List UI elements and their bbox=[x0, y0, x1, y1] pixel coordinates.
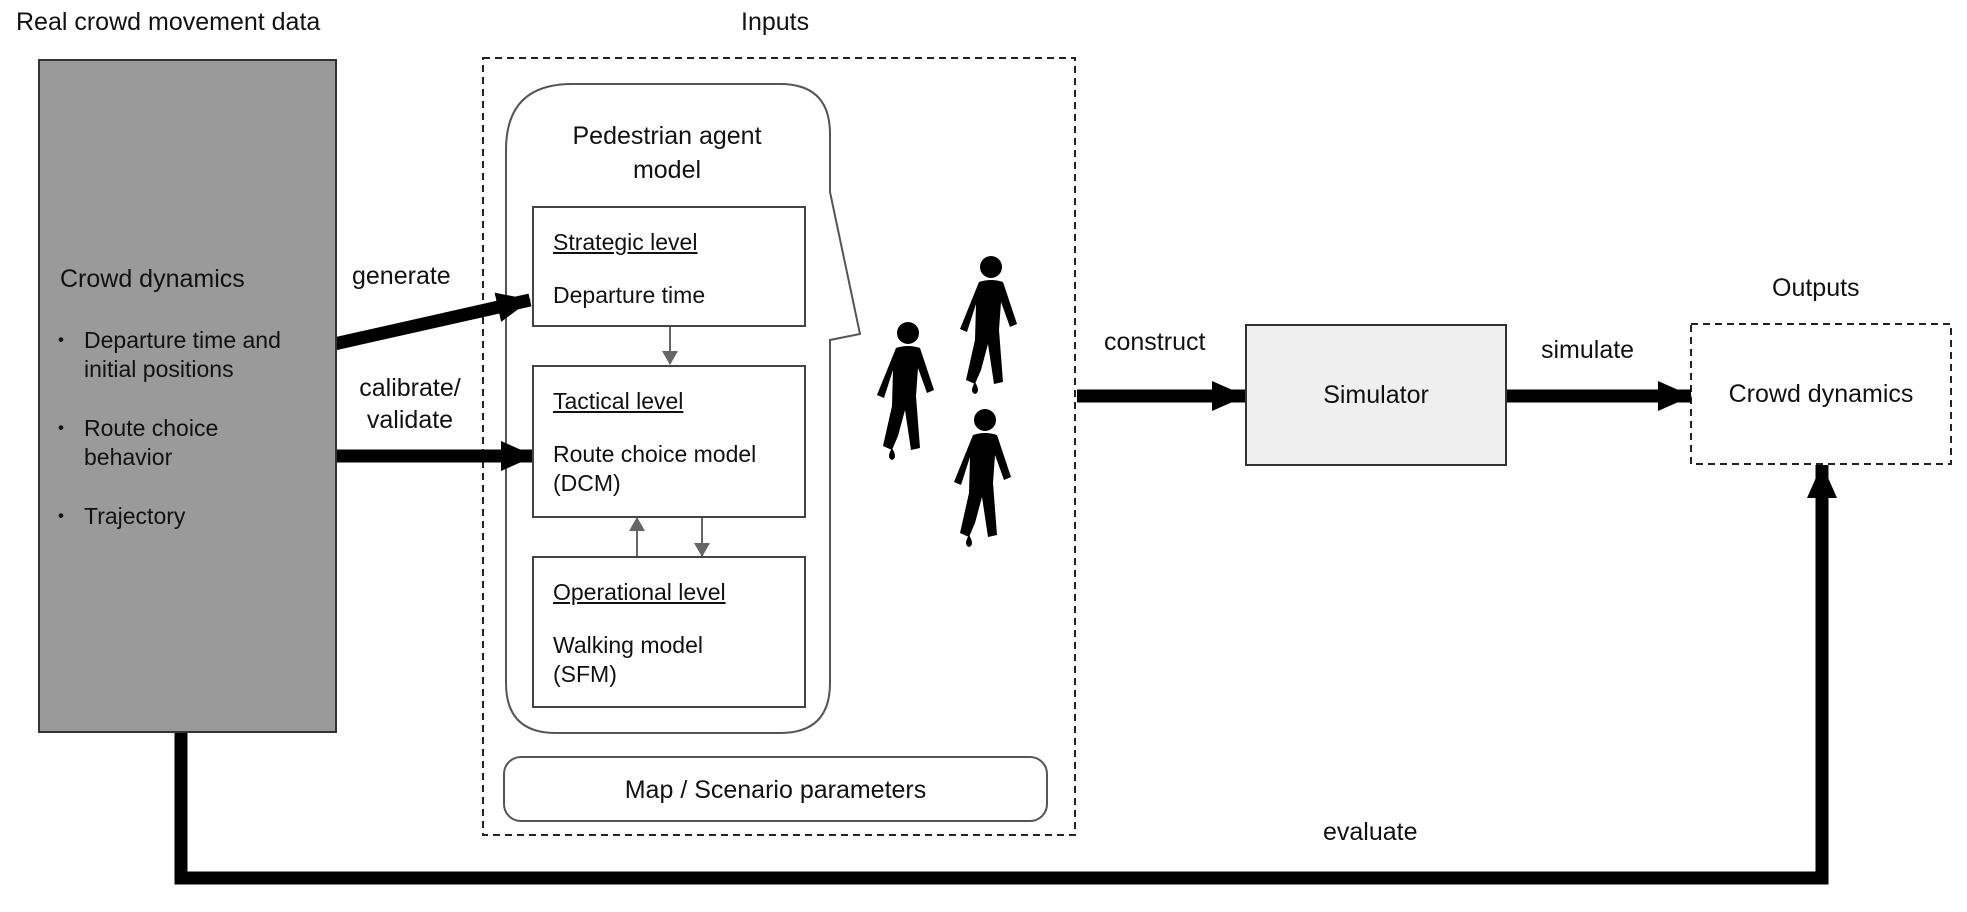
outputs-heading: Outputs bbox=[1772, 274, 1860, 302]
generate-arrow bbox=[310, 292, 532, 356]
operational-level-title: Operational level bbox=[553, 579, 726, 605]
list-item: Route choice bbox=[84, 415, 219, 441]
operational-level-box: Operational level Walking model (SFM) bbox=[532, 556, 806, 708]
walking-pedestrian-icon bbox=[960, 256, 1017, 394]
operational-level-detail: Walking model bbox=[553, 632, 703, 658]
agent-model-title-line: Pedestrian agent bbox=[572, 122, 762, 150]
tactical-level-detail: (DCM) bbox=[553, 470, 621, 496]
list-item: initial positions bbox=[84, 356, 234, 382]
strategic-level-box: Strategic level Departure time bbox=[532, 206, 806, 327]
map-scenario-label: Map / Scenario parameters bbox=[624, 776, 927, 804]
real-data-panel: Crowd dynamics ・ Departure time and init… bbox=[38, 59, 337, 733]
strategic-level-detail: Departure time bbox=[553, 282, 706, 308]
list-item: behavior bbox=[84, 444, 173, 470]
bullet-marker: ・ bbox=[50, 328, 73, 353]
bullet-marker: ・ bbox=[50, 504, 73, 529]
generate-label: generate bbox=[352, 262, 451, 290]
strategic-level-title: Strategic level bbox=[553, 229, 698, 255]
evaluate-arrow bbox=[174, 464, 1837, 885]
simulator-box: Simulator bbox=[1245, 324, 1507, 466]
simulator-label: Simulator bbox=[1323, 381, 1429, 409]
real-data-heading: Real crowd movement data bbox=[16, 8, 321, 36]
list-item: Departure time and bbox=[84, 327, 281, 353]
operational-level-detail: (SFM) bbox=[553, 661, 617, 687]
list-item: Trajectory bbox=[84, 503, 186, 529]
tactical-level-detail: Route choice model bbox=[553, 441, 757, 467]
calibrate-label: calibrate/ validate bbox=[350, 374, 470, 435]
agent-model-title: Pedestrian agent model bbox=[526, 122, 808, 185]
tactical-level-box: Tactical level Route choice model (DCM) bbox=[532, 365, 806, 518]
tactical-level-title: Tactical level bbox=[553, 388, 684, 414]
outputs-label: Crowd dynamics bbox=[1728, 380, 1914, 408]
bullet-marker: ・ bbox=[50, 416, 73, 441]
panel-title: Crowd dynamics bbox=[60, 265, 245, 293]
agent-model-title-line: model bbox=[632, 155, 702, 184]
construct-label: construct bbox=[1104, 328, 1206, 356]
inputs-heading: Inputs bbox=[741, 8, 810, 36]
evaluate-label: evaluate bbox=[1323, 818, 1418, 846]
simulate-label: simulate bbox=[1541, 336, 1635, 364]
calibrate-label-line: validate bbox=[366, 405, 454, 434]
walking-pedestrian-icon bbox=[877, 322, 934, 460]
calibrate-label-line: calibrate/ bbox=[359, 374, 461, 402]
map-scenario-box: Map / Scenario parameters bbox=[503, 756, 1048, 822]
walking-pedestrian-icon bbox=[954, 409, 1011, 547]
